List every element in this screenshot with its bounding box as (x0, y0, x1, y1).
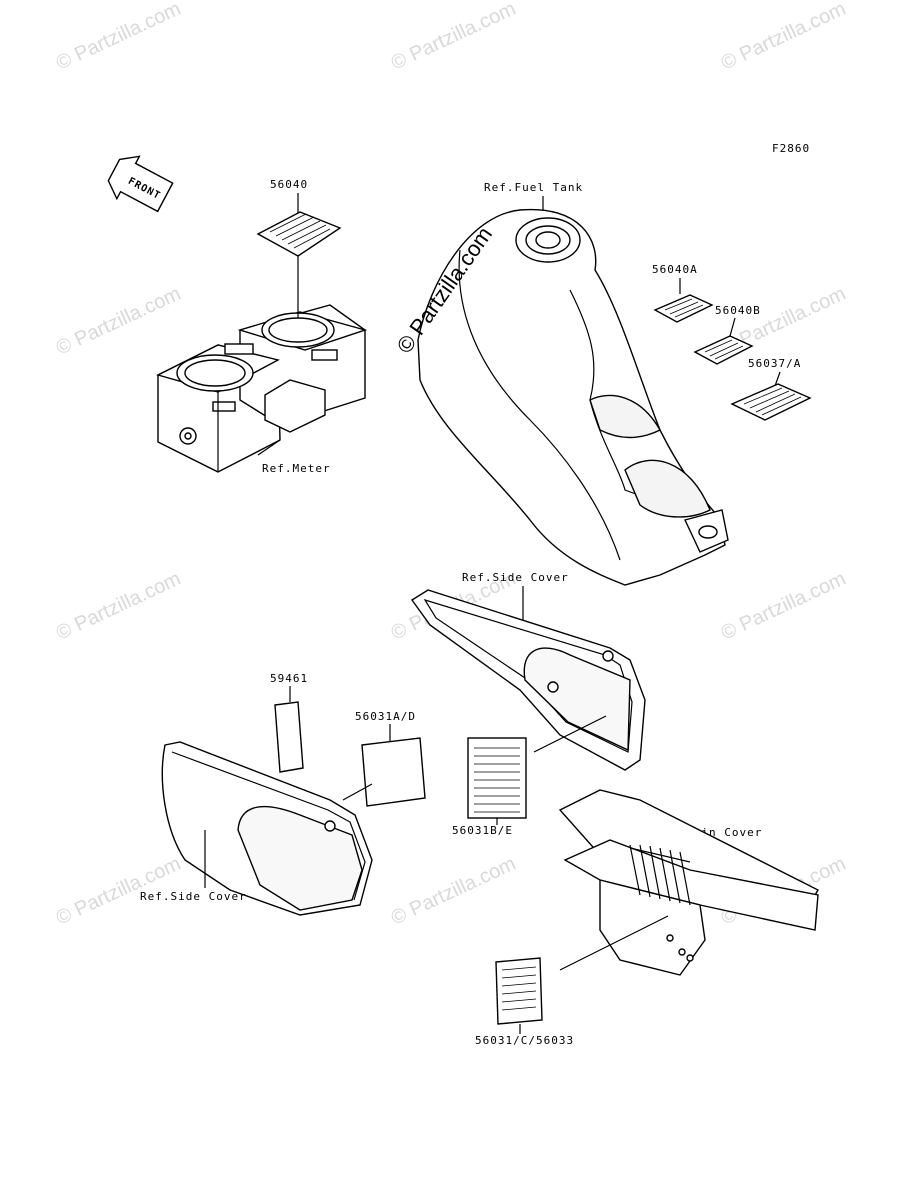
label-56031AD: 56031A/D (355, 710, 416, 723)
decal-56040B (693, 335, 754, 365)
watermark: © Partzilla.com (388, 0, 519, 75)
label-56040: 56040 (270, 178, 308, 191)
watermark: © Partzilla.com (718, 0, 849, 75)
label-ref-fuel-tank: Ref.Fuel Tank (484, 181, 583, 194)
label-56031BE: 56031B/E (452, 824, 513, 837)
label-56040B: 56040B (715, 304, 761, 317)
label-ref-meter: Ref.Meter (262, 462, 331, 475)
label-ref-side-cover-right: Ref.Side Cover (462, 571, 569, 584)
label-ref-side-cover-left: Ref.Side Cover (140, 890, 247, 903)
chain-cover (558, 789, 819, 976)
side-cover-right (410, 589, 646, 771)
label-56040A: 56040A (652, 263, 698, 276)
decal-59461 (274, 701, 304, 773)
decal-56040A (653, 294, 714, 323)
watermark: © Partzilla.com (388, 853, 519, 930)
decal-56040 (256, 211, 342, 257)
diagram-code: F2860 (772, 142, 810, 155)
decal-56031BE (467, 737, 527, 819)
meter-assembly (156, 304, 368, 473)
decal-56037A (730, 383, 812, 421)
label-59461: 59461 (270, 672, 308, 685)
front-arrow: FRONT (107, 155, 174, 213)
watermark: © Partzilla.com (718, 568, 849, 645)
side-cover-left (161, 741, 373, 916)
label-56031C56033: 56031/C/56033 (475, 1034, 574, 1047)
label-56037A: 56037/A (748, 357, 801, 370)
watermark: © Partzilla.com (53, 568, 184, 645)
decal-56031C56033 (495, 957, 543, 1025)
chain-guard-ribs (629, 844, 691, 906)
watermark: © Partzilla.com (53, 0, 184, 75)
watermark: © Partzilla.com (53, 283, 184, 360)
decal-56031AD (361, 737, 426, 807)
fuel-tank (417, 208, 729, 586)
